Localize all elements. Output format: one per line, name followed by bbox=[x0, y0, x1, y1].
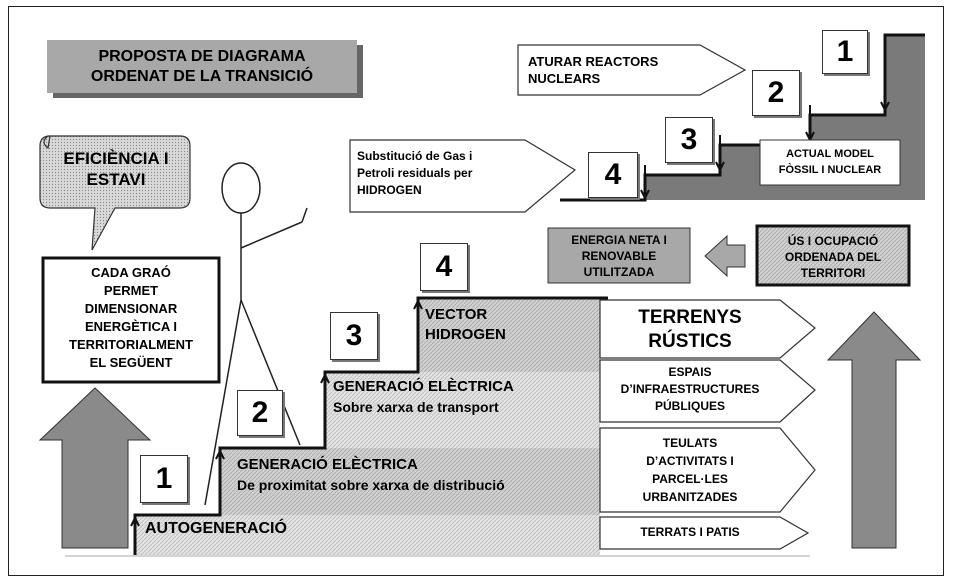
substitucio-line2: Petroli residuals per bbox=[357, 166, 473, 180]
step-number-1: 1 bbox=[140, 455, 188, 503]
terrats-text: TERRATS I PATIS bbox=[640, 525, 740, 539]
left-box-line: PERMET bbox=[103, 283, 159, 298]
espais-arrow bbox=[599, 359, 816, 423]
substitucio-line1: Substitució de Gas i bbox=[357, 149, 473, 163]
step-number-3: 3 bbox=[330, 312, 378, 360]
step4-line2: HIDROGEN bbox=[425, 326, 506, 343]
espais-line2: D’INFRAESTRUCTURES bbox=[620, 382, 760, 396]
step2-line1: GENERACIÓ ELÈCTRICA bbox=[237, 456, 418, 473]
teulats-line2: D’ACTIVITATS I bbox=[646, 454, 734, 468]
stick-figure bbox=[204, 162, 308, 506]
energia-line3: UTILITZADA bbox=[583, 265, 655, 279]
left-up-arrow bbox=[38, 387, 152, 549]
teulats-arrow bbox=[599, 427, 816, 513]
step-4-fill bbox=[418, 298, 600, 372]
left-box-line: DIMENSIONAR bbox=[84, 301, 178, 316]
step1-label: AUTOGENERACIÓ bbox=[145, 520, 287, 537]
speech-line2: ESTAVI bbox=[86, 170, 146, 189]
aturar-text: ATURAR REACTORS NUCLEARS bbox=[528, 53, 658, 87]
espais-line1: ESPAIS bbox=[668, 365, 712, 379]
step2-line2: De proximitat sobre xarxa de distribució bbox=[237, 477, 505, 493]
left-box bbox=[41, 256, 221, 384]
down-arrow-1 bbox=[880, 75, 890, 113]
teulats-text: TEULATS D’ACTIVITATS I PARCEL·LES URBANI… bbox=[600, 434, 780, 506]
up-arrow-3 bbox=[320, 372, 330, 448]
substitucio-line3: HIDROGEN bbox=[357, 183, 422, 197]
aturar-line2: NUCLEARS bbox=[528, 71, 601, 86]
teulats-line1: TEULATS bbox=[662, 436, 718, 450]
teulats-line3: PARCEL·LES bbox=[652, 472, 728, 486]
substitucio-text: Substitució de Gas i Petroli residuals p… bbox=[357, 148, 472, 199]
step2-label: GENERACIÓ ELÈCTRICA De proximitat sobre … bbox=[237, 455, 505, 495]
speech-text: EFICIÈNCIA I ESTAVI bbox=[42, 148, 190, 190]
terrenys-line1: TERRENYS bbox=[638, 307, 742, 328]
actual-model-box bbox=[759, 139, 901, 186]
us-line3: TERRITORI bbox=[800, 266, 866, 280]
step4-label: VECTOR HIDROGEN bbox=[425, 305, 506, 345]
fossil-step-number-1: 1 bbox=[822, 30, 868, 74]
fossil-step-number-3: 3 bbox=[665, 117, 713, 163]
title-line2: ORDENAT DE LA TRANSICIÓ bbox=[90, 68, 314, 85]
us-line1: ÚS I OCUPACIÓ bbox=[787, 234, 879, 248]
us-line2: ORDENADA DEL bbox=[784, 250, 882, 264]
step-number-2: 2 bbox=[237, 390, 283, 436]
diagram-title: PROPOSTA DE DIAGRAMA ORDENAT DE LA TRANS… bbox=[47, 47, 357, 87]
left-box-text: CADA GRAÓ PERMET DIMENSIONAR ENERGÈTICA … bbox=[46, 264, 216, 372]
step-3-fill bbox=[325, 372, 600, 448]
title-line1: PROPOSTA DE DIAGRAMA bbox=[98, 48, 306, 65]
up-arrow-1 bbox=[130, 515, 140, 555]
left-box-line: ENERGÈTICA I bbox=[85, 319, 177, 334]
actual-line2: FÒSSIL I NUCLEAR bbox=[778, 164, 882, 176]
actual-line1: ACTUAL MODEL bbox=[786, 148, 874, 160]
speech-line1: EFICIÈNCIA I bbox=[63, 149, 169, 168]
left-box-line: EL SEGÜENT bbox=[89, 355, 173, 370]
step3-line2: Sobre xarxa de transport bbox=[333, 399, 499, 415]
fossil-step-number-2: 2 bbox=[752, 70, 800, 116]
energia-line2: RENOVABLE bbox=[581, 249, 657, 263]
speech-bubble bbox=[39, 135, 191, 251]
title-box bbox=[47, 40, 357, 93]
left-box-line: CADA GRAÓ bbox=[91, 265, 171, 280]
terrats-arrow bbox=[599, 516, 810, 550]
teulats-line4: URBANITZADES bbox=[642, 490, 738, 504]
step-number-4: 4 bbox=[420, 243, 468, 291]
step3-line1: GENERACIÓ ELÈCTRICA bbox=[333, 378, 514, 395]
substitucio-arrow bbox=[349, 139, 577, 213]
aturar-line1: ATURAR REACTORS bbox=[528, 54, 659, 69]
us-ocupacio-box bbox=[755, 224, 911, 287]
down-arrow-4 bbox=[640, 165, 650, 201]
energia-neta-box bbox=[547, 227, 691, 284]
energia-line1: ENERGIA NETA I bbox=[571, 233, 667, 247]
step3-label: GENERACIÓ ELÈCTRICA Sobre xarxa de trans… bbox=[333, 377, 514, 417]
energia-neta-text: ENERGIA NETA I RENOVABLE UTILITZADA bbox=[548, 232, 690, 280]
espais-line3: PÚBLIQUES bbox=[654, 399, 725, 413]
up-arrow-2 bbox=[215, 448, 225, 515]
left-box-line: TERRITORIALMENT bbox=[69, 337, 193, 352]
step4-line1: VECTOR bbox=[425, 306, 488, 323]
left-arrow bbox=[704, 234, 746, 278]
right-up-arrow bbox=[826, 311, 922, 549]
step-2-fill bbox=[220, 448, 600, 515]
step-1-fill bbox=[135, 515, 600, 555]
terrenys-text: TERRENYS RÚSTICS bbox=[600, 306, 780, 354]
down-arrow-3 bbox=[715, 135, 725, 173]
espais-text: ESPAIS D’INFRAESTRUCTURES PÚBLIQUES bbox=[600, 364, 780, 415]
up-arrow-4 bbox=[413, 298, 423, 372]
actual-model-text: ACTUAL MODEL FÒSSIL I NUCLEAR bbox=[760, 146, 900, 178]
terrenys-line2: RÚSTICS bbox=[648, 331, 732, 352]
us-ocupacio-text: ÚS I OCUPACIÓ ORDENADA DEL TERRITORI bbox=[757, 233, 909, 281]
fossil-step-number-4: 4 bbox=[588, 152, 638, 198]
terrenys-arrow bbox=[599, 299, 816, 359]
aturar-arrow bbox=[517, 44, 747, 96]
